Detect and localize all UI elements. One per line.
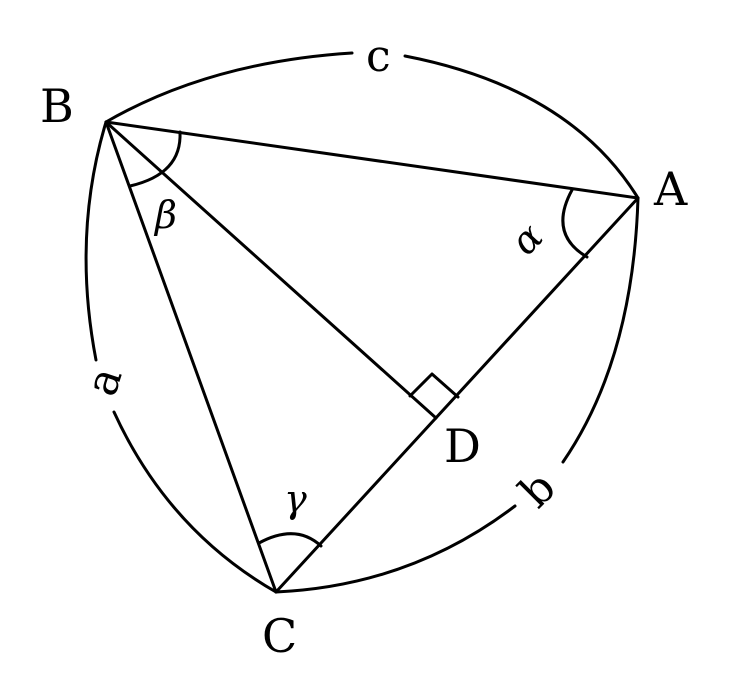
vertex-label-a: A	[653, 162, 688, 216]
segment-bc	[104, 120, 278, 594]
segment-ba	[104, 120, 640, 200]
side-label-b: b	[510, 462, 566, 518]
vertex-label-c: C	[262, 609, 297, 663]
angle-arc-beta	[128, 130, 182, 188]
angle-arc-alpha	[561, 188, 589, 259]
altitude-bd	[104, 120, 438, 420]
arc-a-lower	[112, 410, 278, 594]
angle-arc-gamma	[257, 532, 323, 548]
arc-c-right	[403, 54, 640, 200]
vertex-label-d: D	[444, 419, 481, 473]
arc-c-left	[104, 51, 354, 124]
angle-label-alpha: α	[502, 214, 551, 263]
side-label-c: c	[366, 31, 391, 82]
arc-b-upper	[561, 196, 640, 464]
side-label-a: a	[76, 361, 133, 402]
arc-a-upper	[84, 120, 108, 362]
angle-label-beta: β	[153, 193, 177, 237]
angle-label-gamma: γ	[284, 477, 307, 521]
vertex-label-b: B	[40, 79, 74, 133]
arc-b-lower	[274, 504, 517, 594]
right-angle-marker	[408, 372, 460, 399]
